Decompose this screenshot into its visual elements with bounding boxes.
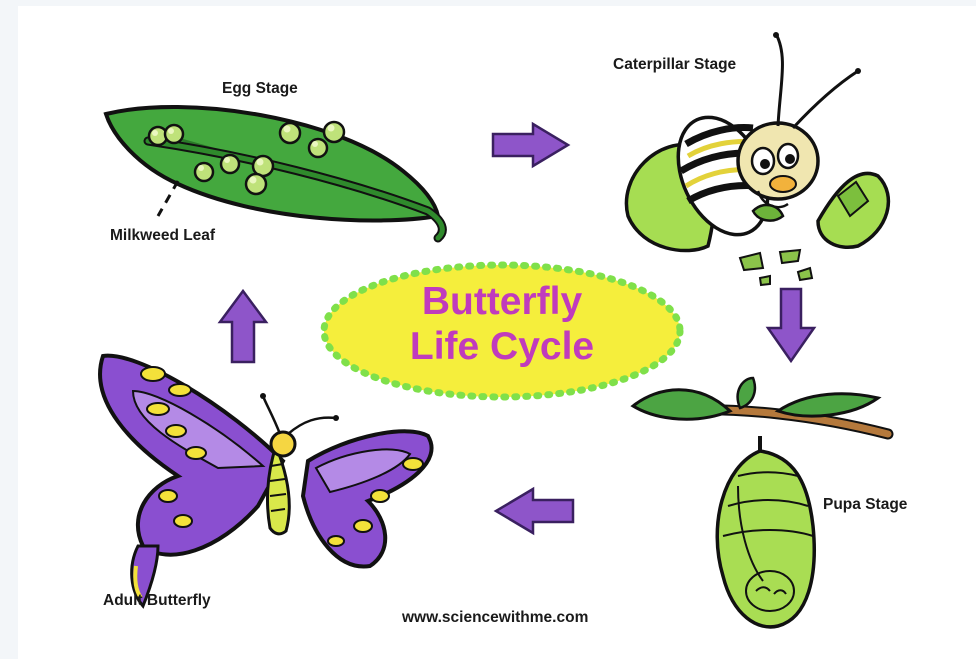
credit-url: www.sciencewithme.com <box>402 609 588 627</box>
diagram-card: Egg Stage Milkweed Leaf Caterpillar Stag… <box>18 6 976 659</box>
milkweed-leaf-with-eggs <box>106 107 442 238</box>
title-line-2: Life Cycle <box>326 324 678 369</box>
label-adult-butterfly: Adult Butterfly <box>103 592 211 610</box>
arrow-pupa-to-adult <box>496 489 573 533</box>
diagram-title: Butterfly Life Cycle <box>326 279 678 369</box>
arrow-caterpillar-to-pupa <box>768 289 814 361</box>
arrow-adult-to-egg <box>220 291 266 362</box>
label-pupa-stage: Pupa Stage <box>823 496 907 514</box>
label-milkweed-leaf: Milkweed Leaf <box>110 227 215 245</box>
arrow-egg-to-caterpillar <box>493 124 568 166</box>
adult-butterfly <box>100 356 431 606</box>
label-caterpillar-stage: Caterpillar Stage <box>613 56 736 74</box>
label-egg-stage: Egg Stage <box>222 80 298 98</box>
title-line-1: Butterfly <box>326 279 678 324</box>
